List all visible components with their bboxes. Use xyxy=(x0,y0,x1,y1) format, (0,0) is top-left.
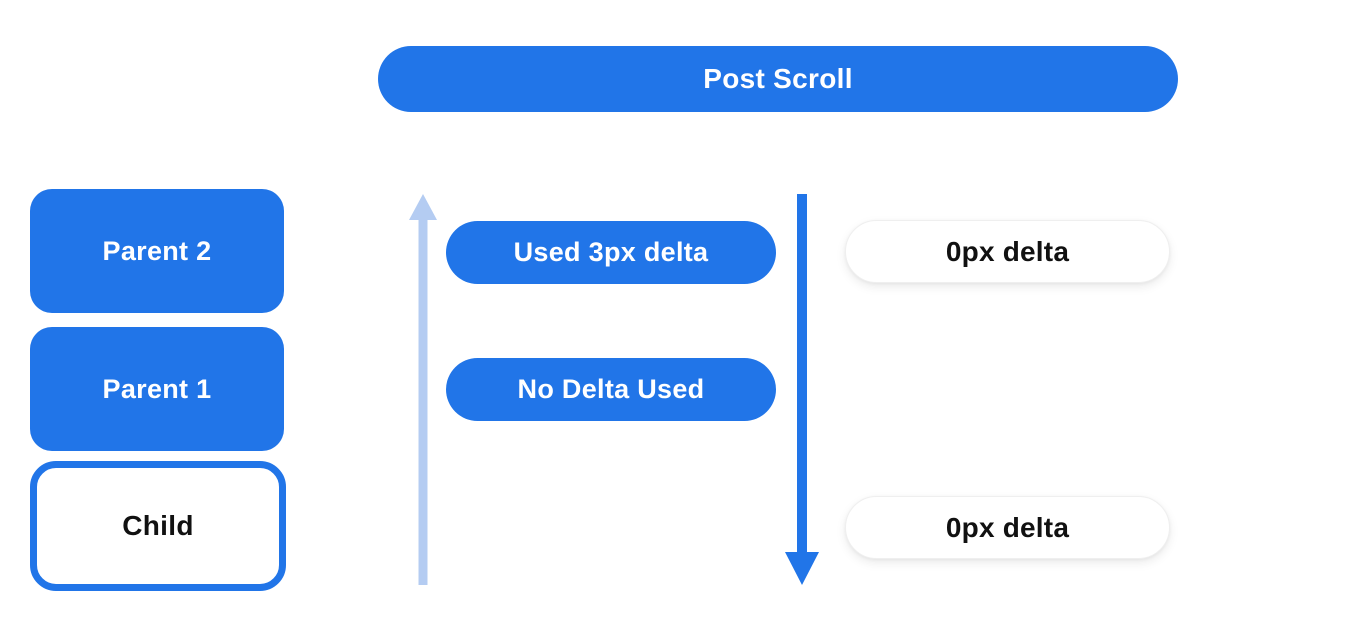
pill-no-delta-used: No Delta Used xyxy=(446,358,776,421)
up-arrow-icon xyxy=(409,194,437,585)
pill-0px-delta-top: 0px delta xyxy=(845,220,1170,283)
down-arrow-head xyxy=(785,552,819,585)
pill-0px-delta-bottom: 0px delta xyxy=(845,496,1170,559)
post-scroll-banner: Post Scroll xyxy=(378,46,1178,112)
up-arrow-shaft xyxy=(418,216,428,585)
node-parent-1: Parent 1 xyxy=(30,327,284,451)
down-arrow-shaft xyxy=(797,194,807,554)
up-arrow-head xyxy=(409,194,437,220)
node-parent-2: Parent 2 xyxy=(30,189,284,313)
pill-used-3px-delta: Used 3px delta xyxy=(446,221,776,284)
down-arrow-icon xyxy=(785,194,819,585)
node-child: Child xyxy=(30,461,286,591)
